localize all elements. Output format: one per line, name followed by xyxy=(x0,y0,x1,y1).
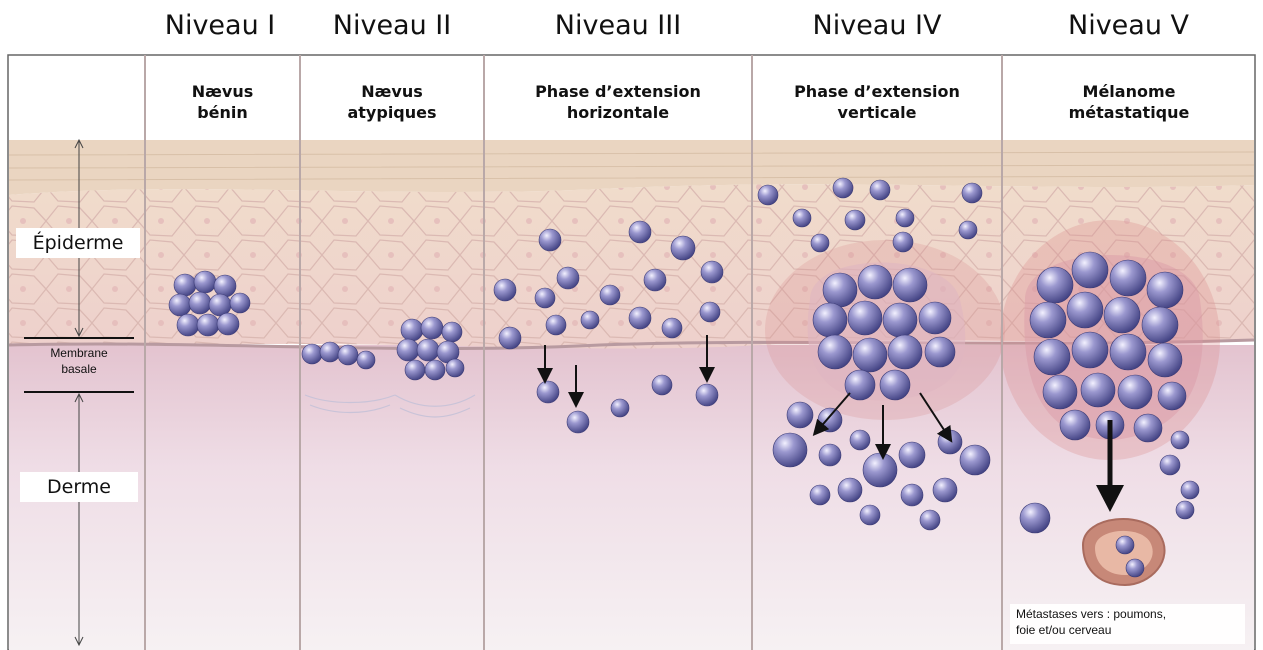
stage-label-horizontal-phase: Phase d’extension horizontale xyxy=(492,72,744,132)
level-1-title: Niveau I xyxy=(140,10,300,41)
stage-label-metastatic-melanoma: Mélanome métastatique xyxy=(1010,72,1248,132)
stage-label-line1: Phase d’extension xyxy=(794,81,960,102)
stage-label-line1: Nævus xyxy=(361,81,423,102)
metastasis-label: Métastases vers : poumons, foie et/ou ce… xyxy=(1010,604,1245,644)
basal-membrane-label-line1: Membrane xyxy=(24,345,134,361)
level-5-title: Niveau V xyxy=(1002,10,1255,41)
epidermis-label: Épiderme xyxy=(16,228,140,258)
metastasis-label-line2: foie et/ou cerveau xyxy=(1016,622,1239,638)
stage-label-line2: horizontale xyxy=(567,102,669,123)
stage-label-line2: bénin xyxy=(197,102,248,123)
stage-label-vertical-phase: Phase d’extension verticale xyxy=(760,72,994,132)
level-4-title: Niveau IV xyxy=(752,10,1002,41)
basal-membrane-label: Membrane basale xyxy=(24,345,134,377)
dermis-label: Derme xyxy=(20,472,138,502)
stage-label-line2: atypiques xyxy=(347,102,436,123)
level-3-title: Niveau III xyxy=(484,10,752,41)
stage-label-line2: verticale xyxy=(838,102,917,123)
stage-label-benign-nevus: Nævus bénin xyxy=(150,72,295,132)
stage-label-line1: Phase d’extension xyxy=(535,81,701,102)
metastasis-label-line1: Métastases vers : poumons, xyxy=(1016,606,1239,622)
stage-label-line1: Mélanome xyxy=(1083,81,1176,102)
stage-label-line1: Nævus xyxy=(192,81,254,102)
level-2-title: Niveau II xyxy=(300,10,484,41)
basal-membrane-label-line2: basale xyxy=(24,361,134,377)
stage-label-line2: métastatique xyxy=(1069,102,1190,123)
stage-label-atypical-nevus: Nævus atypiques xyxy=(305,72,479,132)
